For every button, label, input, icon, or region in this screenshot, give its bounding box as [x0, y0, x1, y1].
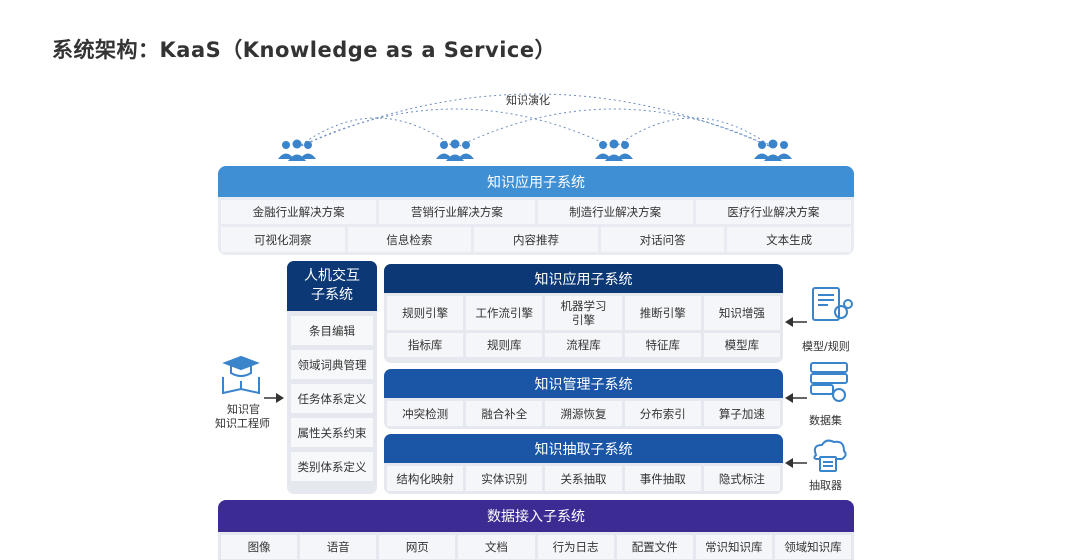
actor-label-2: 知识工程师	[215, 417, 270, 430]
engine-cell: 知识增强	[703, 296, 781, 330]
library-cell: 规则库	[466, 333, 543, 357]
management-cell: 溯源恢复	[545, 401, 622, 426]
capability-cell: 信息检索	[347, 227, 472, 252]
dataset-icon	[810, 362, 848, 402]
extraction-cell: 关系抽取	[545, 466, 622, 491]
extractor-icon	[813, 439, 847, 472]
data-source-cell: 领域知识库	[774, 535, 851, 559]
model-rules-label: 模型/规则	[802, 340, 850, 353]
panel-header: 知识应用子系统	[218, 166, 854, 197]
dataset-label: 数据集	[809, 414, 842, 427]
arrow-right-icon	[264, 393, 284, 403]
data-source-cell: 文档	[458, 535, 535, 559]
solution-cell: 制造行业解决方案	[537, 200, 693, 224]
engine-cell: 推断引擎	[624, 296, 701, 330]
hci-item: 条目编辑	[291, 316, 373, 345]
management-cell: 冲突检测	[387, 401, 464, 426]
management-subsystem-box: 知识管理子系统 冲突检测 融合补全 溯源恢复 分布索引 算子加速	[384, 369, 783, 429]
people-group-icon	[754, 139, 792, 161]
extraction-cell: 结构化映射	[387, 466, 464, 491]
arrow-left-icon	[785, 317, 807, 327]
data-source-cell: 语音	[300, 535, 377, 559]
management-cell: 算子加速	[703, 401, 781, 426]
people-group-icon	[278, 139, 316, 161]
solution-cell: 医疗行业解决方案	[695, 200, 851, 224]
engine-cell: 工作流引擎	[466, 296, 543, 330]
extraction-cell: 隐式标注	[703, 466, 781, 491]
data-source-cell: 网页	[379, 535, 456, 559]
hci-item: 领域词典管理	[291, 350, 373, 379]
app-subsystem-box: 知识应用子系统 规则引擎 工作流引擎 机器学习 引擎 推断引擎 知识增强 指标库…	[384, 264, 783, 363]
library-cell: 特征库	[624, 333, 701, 357]
extraction-header: 知识抽取子系统	[384, 434, 783, 463]
capability-cell: 可视化洞察	[221, 227, 345, 252]
hci-subsystem-column: 人机交互 子系统 条目编辑 领域词典管理 任务体系定义 属性关系约束 类别体系定…	[287, 261, 377, 494]
library-cell: 指标库	[387, 333, 464, 357]
hci-header-line1: 人机交互	[304, 268, 360, 284]
people-group-icon	[436, 139, 474, 161]
engine-cell: 规则引擎	[387, 296, 464, 330]
management-cell: 分布索引	[624, 401, 701, 426]
data-ingest-header: 数据接入子系统	[218, 500, 854, 532]
knowledge-engineer-icon	[222, 355, 260, 395]
data-source-cell: 配置文件	[616, 535, 693, 559]
library-cell: 流程库	[545, 333, 622, 357]
capability-cell: 对话问答	[600, 227, 725, 252]
solution-cell: 金融行业解决方案	[221, 200, 377, 224]
extractor-label: 抽取器	[809, 479, 842, 492]
knowledge-application-panel: 知识应用子系统 金融行业解决方案 营销行业解决方案 制造行业解决方案 医疗行业解…	[218, 166, 854, 255]
capability-cell: 内容推荐	[474, 227, 598, 252]
capability-cell: 文本生成	[727, 227, 851, 252]
extraction-cell: 实体识别	[466, 466, 543, 491]
page-title: 系统架构：KaaS（Knowledge as a Service）	[52, 38, 557, 62]
data-source-cell: 图像	[221, 535, 298, 559]
data-source-cell: 行为日志	[537, 535, 614, 559]
extraction-cell: 事件抽取	[624, 466, 701, 491]
hci-header: 人机交互 子系统	[287, 261, 377, 311]
hci-item: 属性关系约束	[291, 418, 373, 447]
data-ingest-panel: 数据接入子系统 图像 语音 网页 文档 行为日志 配置文件 常识知识库 领域知识…	[218, 500, 854, 560]
arrow-left-icon	[785, 393, 807, 403]
actor-label-1: 知识官	[227, 403, 260, 416]
model-rules-icon	[812, 287, 853, 321]
management-header: 知识管理子系统	[384, 369, 783, 398]
extraction-subsystem-box: 知识抽取子系统 结构化映射 实体识别 关系抽取 事件抽取 隐式标注	[384, 434, 783, 494]
hci-item: 类别体系定义	[291, 452, 373, 481]
engine-cell: 机器学习 引擎	[545, 296, 622, 330]
app-subsystem-header: 知识应用子系统	[384, 264, 783, 293]
solution-cell: 营销行业解决方案	[379, 200, 535, 224]
library-cell: 模型库	[703, 333, 781, 357]
people-group-icon	[595, 139, 633, 161]
hci-item: 任务体系定义	[291, 384, 373, 413]
hci-header-line2: 子系统	[311, 287, 353, 303]
data-source-cell: 常识知识库	[695, 535, 772, 559]
evolution-label: 知识演化	[506, 94, 550, 107]
arrow-left-icon	[785, 458, 807, 468]
management-cell: 融合补全	[466, 401, 543, 426]
